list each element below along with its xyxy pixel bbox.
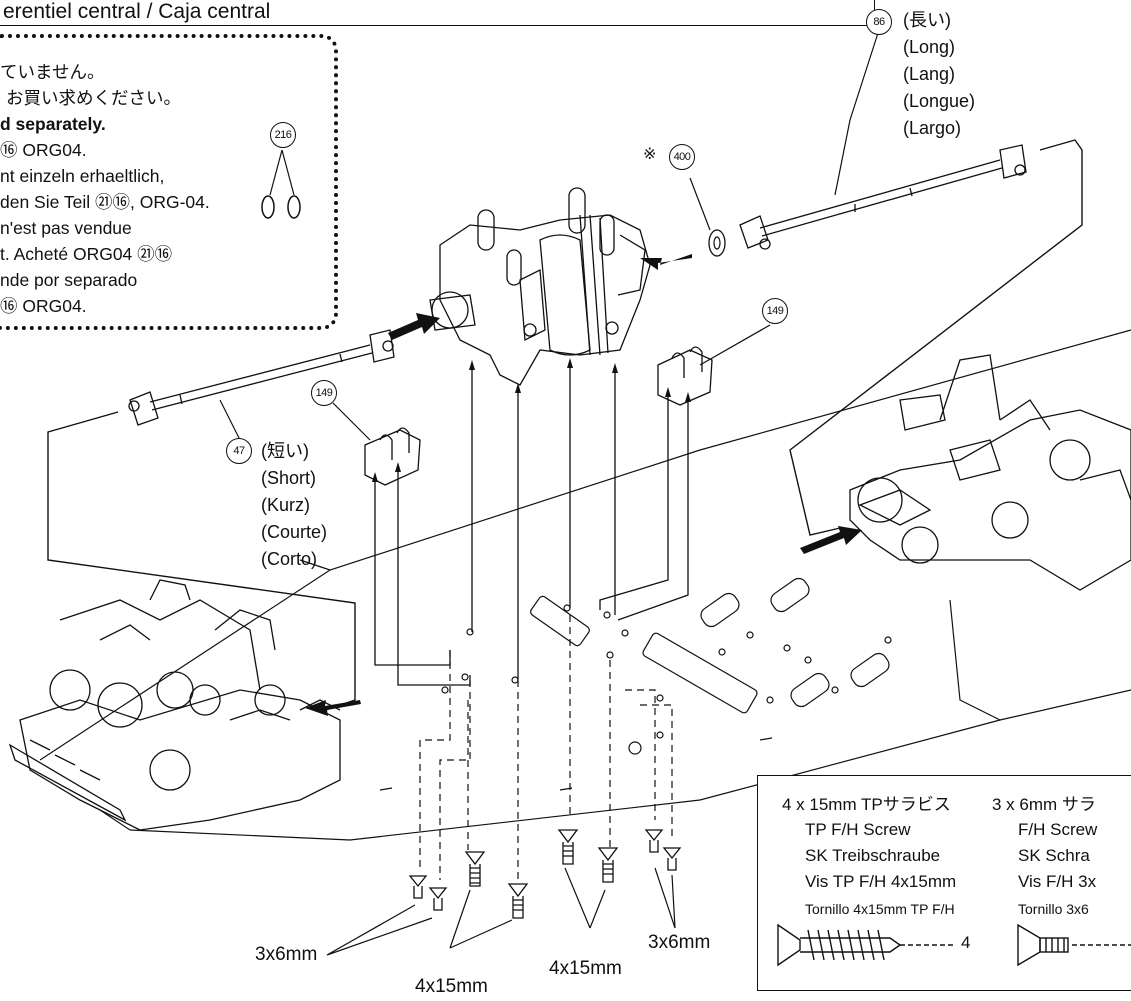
rear-gearbox [849, 354, 1131, 591]
note-line: ⑯ ORG04. [0, 140, 87, 160]
screw-size-label: 3x6mm [648, 932, 711, 953]
washer-mark: ※ [643, 146, 657, 163]
legend-fh-line: F/H Screw [1018, 820, 1098, 839]
front-gearbox [8, 579, 341, 831]
dashed-guides [419, 615, 673, 880]
center-gearbox [429, 187, 651, 386]
callout-149-left: 149 [311, 380, 337, 406]
section-title-box: erentiel central / Caja central [0, 0, 875, 26]
note-line: n'est pas vendue [0, 218, 132, 238]
washer-400 [708, 229, 726, 257]
legend-tp-qty: 4 [961, 933, 971, 952]
long-label: (長い) [903, 10, 951, 30]
callout-47: 47 [226, 438, 252, 464]
mount-right [657, 346, 713, 406]
short-label: (Courte) [261, 522, 328, 542]
screw-size-label: 3x6mm [255, 944, 318, 965]
note-box [0, 34, 338, 330]
short-shaft [128, 329, 395, 426]
screw-size-label: 4x15mm [415, 976, 488, 997]
legend-tp-line: 4 x 15mm TPサラビス [782, 795, 951, 814]
long-shaft [739, 144, 1027, 250]
callout-86: 86 [866, 9, 892, 35]
short-label: (短い) [261, 441, 309, 461]
note-line: den Sie Teil ㉑⑯, ORG-04. [0, 192, 210, 212]
short-label: (Kurz) [261, 495, 310, 515]
legend-tp-line: SK Treibschraube [805, 846, 941, 865]
long-label: (Lang) [903, 64, 956, 84]
note-line: t. Acheté ORG04 ㉑⑯ [0, 244, 173, 264]
callout-400: 400 [669, 144, 695, 170]
legend-tp-line: Vis TP F/H 4x15mm [805, 872, 957, 891]
long-label: (Largo) [903, 118, 962, 138]
note-line: nt einzeln erhaeltlich, [0, 166, 165, 186]
legend-tp-line: TP F/H Screw [805, 820, 911, 839]
note-line: nde por separado [0, 270, 138, 290]
guide-lines [374, 365, 689, 686]
callout-216: 216 [270, 122, 296, 148]
short-label: (Short) [261, 468, 317, 488]
section-title: erentiel central / Caja central [3, 0, 271, 23]
mount-left [364, 427, 421, 486]
legend-fh-line: SK Schra [1018, 846, 1090, 865]
long-label: (Longue) [903, 91, 976, 111]
short-label: (Corto) [261, 549, 318, 569]
chassis-plate [39, 329, 1131, 841]
note-line: d separately. [0, 114, 106, 134]
insertion-arrows [305, 254, 862, 716]
screw-size-label: 4x15mm [549, 958, 622, 979]
legend-fh-line: Tornillo 3x6 [1018, 901, 1089, 917]
note-line: ていません。 [0, 62, 105, 82]
legend-fh-line: Vis F/H 3x [1018, 872, 1097, 891]
callout-149-right: 149 [762, 298, 788, 324]
legend-fh-line: 3 x 6mm サラ [992, 795, 1096, 814]
screws [408, 829, 682, 919]
long-label: (Long) [903, 37, 956, 57]
note-line: お買い求めください。 [6, 88, 181, 108]
note-line: ⑯ ORG04. [0, 296, 87, 316]
legend-tp-line: Tornillo 4x15mm TP F/H [805, 901, 955, 917]
